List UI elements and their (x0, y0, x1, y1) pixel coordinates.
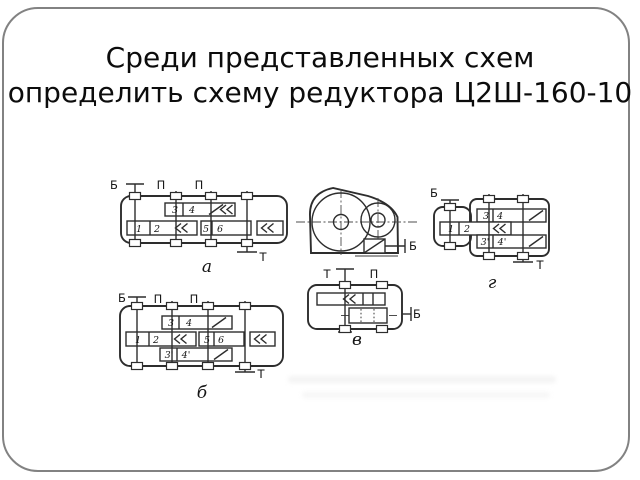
scheme-g-letter: г (488, 273, 497, 293)
small-gear-circle (360, 202, 396, 238)
gear-number: 4' (181, 350, 191, 361)
side-view: Б (296, 187, 417, 257)
shaft-label-b: Б (413, 307, 421, 321)
shaft-label-b: Б (110, 178, 118, 192)
shaft-label-p: П (195, 178, 204, 192)
gear-number: 3 (168, 318, 174, 329)
gear-number: 3 (483, 211, 489, 222)
gear-number: 4 (496, 211, 503, 222)
shaft-label-t: Т (256, 367, 265, 381)
gear-number: 6 (218, 335, 224, 346)
slide-title: Среди представленных схем определить схе… (0, 40, 640, 110)
big-gear-hub (332, 213, 350, 231)
gear-number: 2 (463, 224, 470, 235)
shaft-label-p: П (370, 267, 379, 281)
gear-number: 4 (188, 205, 195, 216)
slide-title-line1: Среди представленных схем (105, 41, 535, 74)
gear-number: 1 (448, 224, 454, 235)
shaft-label-t: Т (322, 267, 331, 281)
gear-number: 1 (135, 335, 141, 346)
gear-number: 3' (165, 350, 174, 361)
shaft-label-p: П (154, 292, 163, 306)
gear-number: 6 (217, 224, 223, 235)
big-gear-circle (311, 192, 371, 252)
scheme-v-housing (307, 284, 403, 330)
scheme-b-gearbox-56 (198, 331, 245, 347)
scan-artifact (302, 392, 550, 398)
scheme-b-housing (119, 305, 284, 367)
shaft-label-b: Б (409, 239, 417, 253)
gear-number: 4 (185, 318, 192, 329)
scheme-g-gearbox-12 (439, 221, 512, 236)
gear-number: 3' (481, 237, 490, 248)
scheme-b: 3 4 1 2 5 6 3' 4' Б П П Т б (118, 291, 284, 403)
small-gear-hub (370, 212, 386, 228)
scheme-g-gearbox-34p (476, 234, 547, 249)
scheme-a-gearbox-56 (200, 220, 252, 236)
shaft-label-t: Т (258, 250, 267, 264)
gear-number: 5 (204, 335, 210, 346)
shaft-label-t: Т (535, 258, 544, 272)
gear-number: 4' (497, 237, 507, 248)
gear-number: 2 (153, 224, 160, 235)
scheme-v-letter: в (352, 330, 362, 350)
scan-artifact (288, 376, 556, 383)
scheme-b-gearbox-out (249, 331, 276, 347)
side-view-housing (309, 187, 399, 254)
scheme-a-gearbox-out (256, 220, 284, 236)
shaft-label-p: П (157, 178, 166, 192)
scheme-v-worm (348, 307, 388, 324)
slide-border (2, 7, 630, 472)
scheme-g: 3 4 1 2 3' 4' Б Т г (430, 186, 550, 293)
scheme-v: Т П Б в (307, 267, 421, 350)
scheme-b-letter: б (197, 383, 208, 403)
scheme-b-gearbox-34p (159, 347, 233, 362)
slide-title-line2: определить схему редуктора Ц2Ш-160-10 (7, 76, 633, 109)
shaft-label-p: П (190, 292, 199, 306)
scheme-a-housing (120, 195, 288, 244)
gear-number: 3 (172, 205, 178, 216)
shaft-label-b: Б (118, 291, 126, 305)
gear-number: 1 (136, 224, 142, 235)
gear-number: 2 (152, 335, 159, 346)
scheme-a-letter: а (202, 257, 212, 277)
scheme-a: 3 4 1 2 5 6 Б П П Т а (110, 178, 288, 277)
shaft-label-b: Б (430, 186, 438, 200)
gear-number: 5 (203, 224, 209, 235)
